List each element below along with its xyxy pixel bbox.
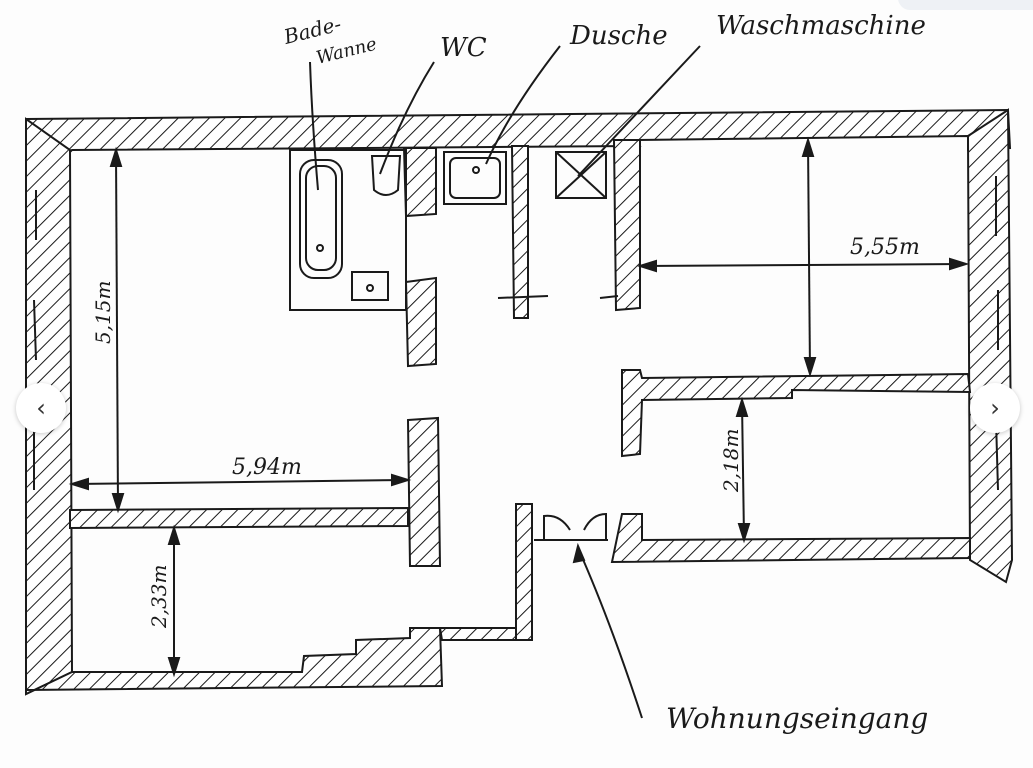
- wall-mid-left: [69, 506, 409, 530]
- dim-right-top-width: 5,55m: [850, 235, 920, 260]
- label-shower: Dusche: [569, 21, 668, 51]
- wc-bowl: [370, 155, 402, 196]
- dim-left-room-height: 5,15m: [91, 281, 115, 345]
- wall-bottom-left: [25, 627, 444, 696]
- bathroom-fixtures: [289, 149, 619, 311]
- washing-machine: [555, 151, 607, 199]
- walls: [25, 108, 1014, 696]
- dim-left-room-width: 5,94m: [232, 455, 302, 480]
- wall-bottom-connector: [438, 627, 517, 641]
- leader-shower: [485, 45, 561, 165]
- handwritten-labels: Bade- Wanne WC Dusche Waschmaschine Wohn…: [91, 11, 928, 735]
- chevron-right-icon: ›: [990, 394, 1000, 422]
- wall-entrance-left: [515, 503, 533, 641]
- leader-wc: [379, 61, 435, 175]
- leader-lines: [309, 45, 701, 719]
- chevron-left-icon: ‹: [36, 394, 46, 422]
- dim-bottom-left-height: 2,33m: [147, 565, 171, 630]
- wc-sink: [351, 271, 389, 301]
- wall-right-bottom: [610, 513, 971, 564]
- previous-image-button[interactable]: ‹: [16, 383, 66, 433]
- leader-bathtub: [309, 61, 319, 191]
- shower-tray: [443, 151, 507, 205]
- wall-right-rooms: [612, 139, 641, 312]
- wall-right-mid: [621, 369, 972, 458]
- wall-wc-shower: [402, 147, 437, 218]
- bathroom-outline: [289, 149, 407, 311]
- wall-right: [966, 108, 1014, 584]
- bathtub: [299, 159, 343, 279]
- leader-washing-machine: [577, 45, 701, 177]
- leader-entrance: [577, 547, 643, 719]
- dim-right-bottom-height: 2,18m: [719, 429, 743, 494]
- next-image-button[interactable]: ›: [970, 383, 1020, 433]
- wall-bath-stub: [404, 276, 437, 368]
- top-overlay-chip: [898, 0, 1033, 10]
- entrance-door: [534, 512, 608, 541]
- label-entrance: Wohnungseingang: [666, 702, 928, 735]
- label-wc: WC: [440, 33, 487, 63]
- label-washing-machine: Waschmaschine: [716, 11, 926, 41]
- wall-shower-wm: [510, 145, 529, 319]
- wall-center-vertical: [406, 416, 442, 567]
- dimension-lines: [68, 136, 970, 678]
